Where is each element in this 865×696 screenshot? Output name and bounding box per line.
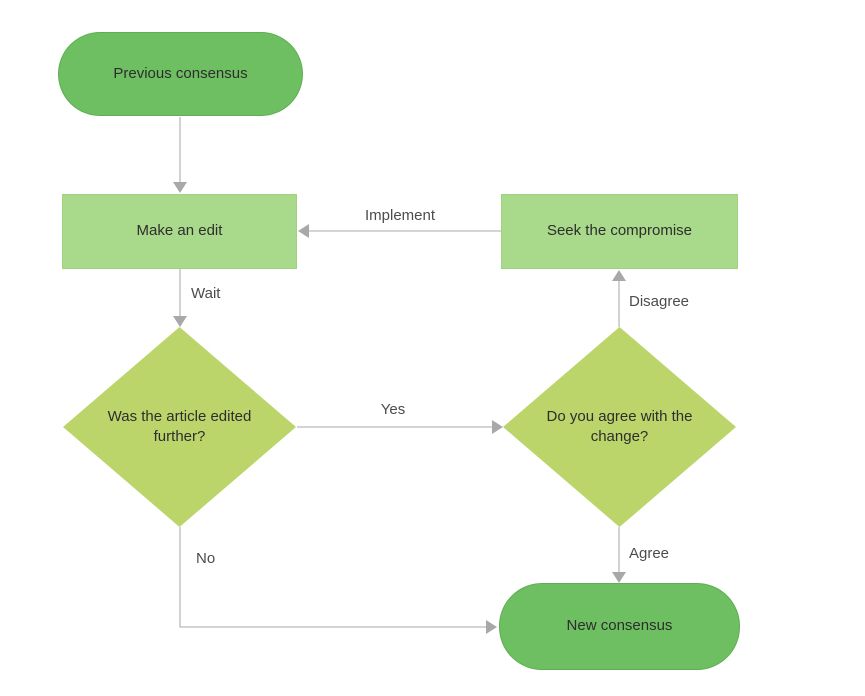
edge-label-agree: Agree	[629, 545, 670, 562]
node-previous-consensus: Previous consensus	[58, 32, 303, 116]
edge-was-article-edited-to-do-you-agree	[297, 420, 503, 434]
node-new-consensus: New consensus	[499, 583, 740, 670]
edge-previous-consensus-to-make-an-edit	[173, 117, 187, 193]
node-seek-the-compromise-label: Seek the compromise	[546, 222, 693, 240]
node-was-the-article-edited-further-label: Was the article edited further?	[107, 407, 252, 445]
edge-was-article-edited-to-new-consensus	[179, 527, 497, 634]
edge-label-disagree: Disagree	[629, 293, 690, 310]
edge-label-yes: Yes	[380, 401, 406, 418]
edge-label-no: No	[196, 550, 216, 567]
node-do-you-agree-with-the-change-label: Do you agree with the change?	[546, 407, 693, 445]
edge-do-you-agree-to-seek-compromise	[612, 270, 626, 327]
edge-label-wait: Wait	[191, 285, 221, 302]
node-new-consensus-label: New consensus	[566, 617, 673, 635]
node-previous-consensus-label: Previous consensus	[113, 64, 248, 82]
edge-do-you-agree-to-new-consensus	[612, 527, 626, 583]
edge-seek-compromise-to-make-an-edit	[298, 224, 501, 238]
node-seek-the-compromise: Seek the compromise	[501, 194, 738, 269]
node-make-an-edit-label: Make an edit	[136, 222, 223, 240]
edge-label-implement: Implement	[364, 207, 436, 224]
edge-make-an-edit-to-was-article-edited	[173, 269, 187, 327]
node-make-an-edit: Make an edit	[62, 194, 297, 269]
